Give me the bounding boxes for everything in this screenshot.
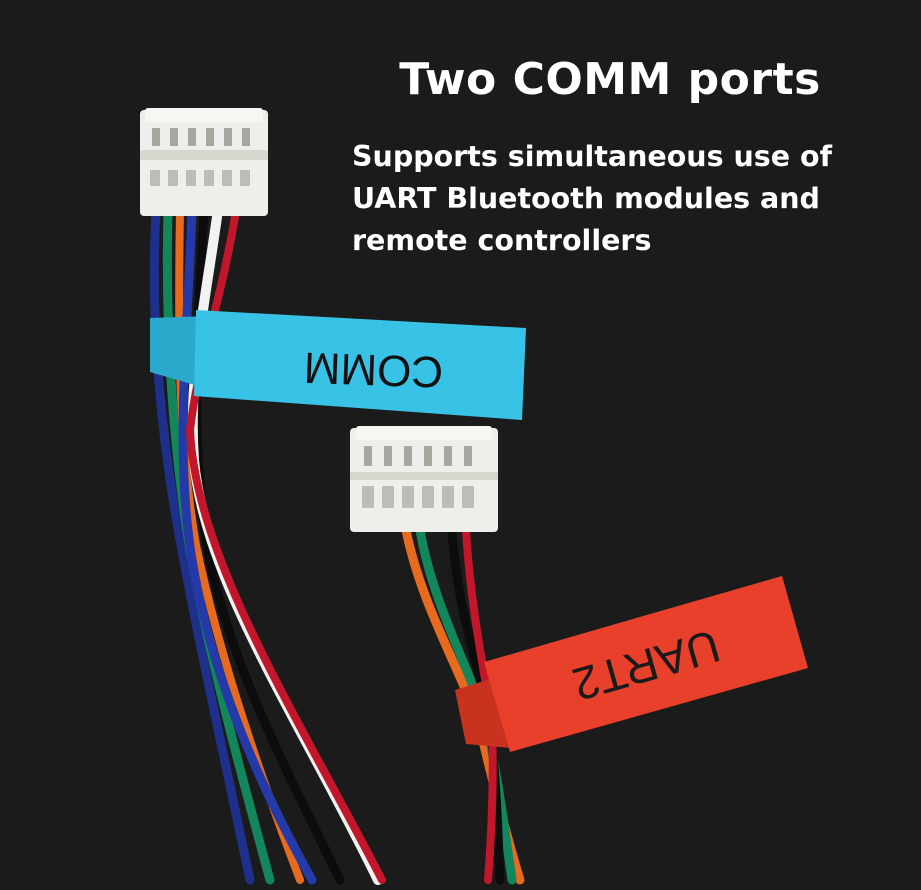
comm-wire-red [185, 206, 386, 884]
comm-wire-bundle [149, 205, 386, 885]
feature-description-line-1: Supports simultaneous use of [352, 140, 832, 173]
headline: Two COMM ports [399, 54, 821, 105]
uart-connector [350, 426, 498, 532]
feature-description: Supports simultaneous use of UART Blueto… [352, 136, 892, 262]
feature-description-line-2: UART Bluetooth modules and [352, 182, 820, 215]
comm-wire-blue [149, 205, 255, 885]
comm-wire-white [187, 205, 383, 885]
comm-tag-label: COMM [303, 343, 444, 397]
comm-tag: COMM [150, 310, 526, 420]
feature-description-line-3: remote controllers [352, 224, 652, 257]
uart-tag: UART2 [455, 576, 808, 752]
comm-connector [140, 108, 268, 216]
